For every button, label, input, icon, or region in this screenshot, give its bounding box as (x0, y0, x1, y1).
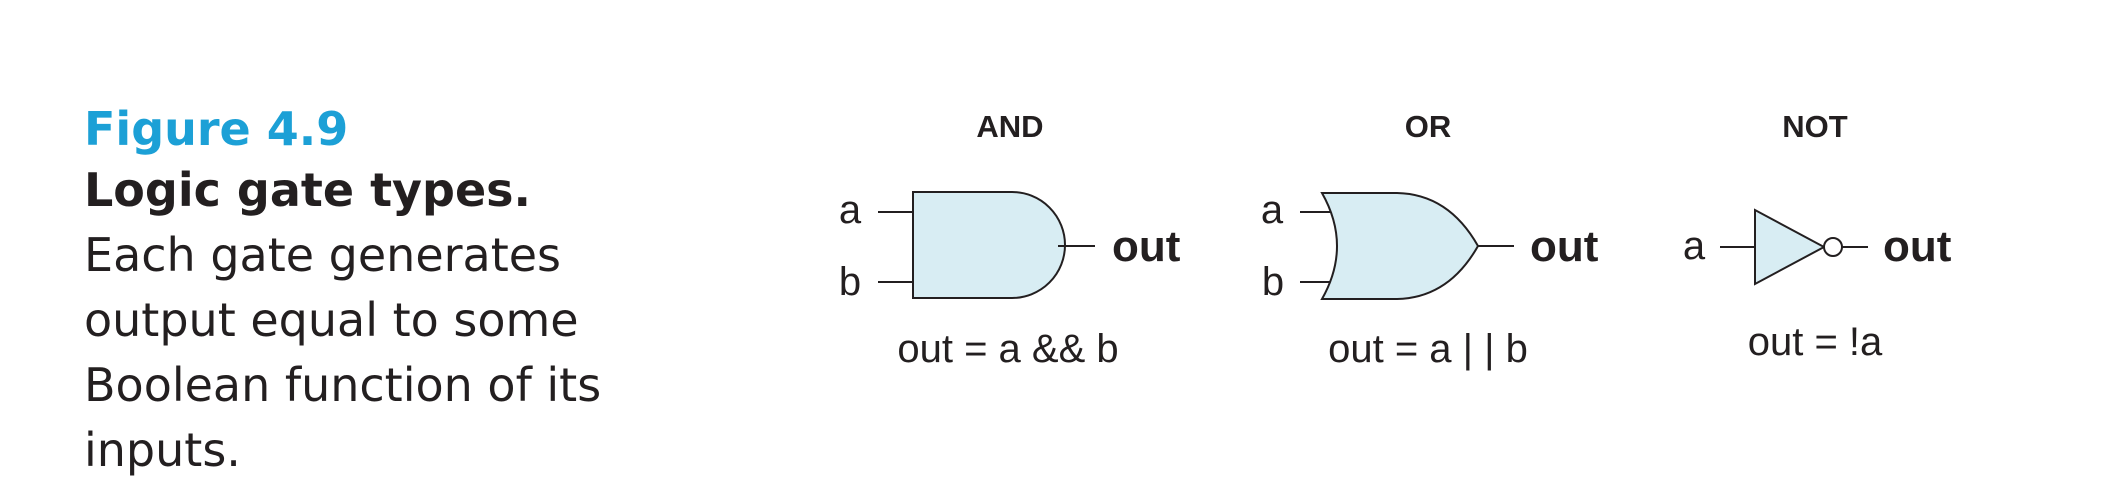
or-gate: OR a b out out = a | | b (1261, 109, 1599, 371)
and-gate-body (912, 191, 1066, 299)
not-gate: NOT a out out = !a (1683, 109, 1952, 364)
or-equation: out = a | | b (1328, 327, 1528, 371)
not-gate-body (1754, 208, 1827, 286)
or-output-label: out (1530, 222, 1599, 271)
and-output-label: out (1112, 222, 1181, 271)
and-gate-title: AND (976, 109, 1043, 144)
and-input-a-label: a (839, 188, 862, 232)
not-gate-title: NOT (1782, 109, 1848, 144)
or-input-a-label: a (1261, 188, 1284, 232)
not-output-label: out (1883, 222, 1952, 271)
or-gate-body (1320, 192, 1480, 300)
caption-description: Each gate generates output equal to some… (84, 228, 602, 477)
not-inversion-bubble (1823, 237, 1843, 257)
and-input-b-label: b (839, 260, 861, 304)
or-input-b-label: b (1262, 260, 1284, 304)
and-gate: AND a b out out = a && b (839, 109, 1181, 371)
caption-text: Logic gate types. Each gate generates ou… (84, 158, 644, 483)
not-input-a-label: a (1683, 224, 1706, 268)
or-gate-title: OR (1405, 109, 1452, 144)
caption-title: Logic gate types. (84, 163, 532, 217)
figure-number: Figure 4.9 (84, 102, 349, 156)
not-equation: out = !a (1748, 320, 1883, 364)
figure-caption: Figure 4.9 Logic gate types. Each gate g… (84, 100, 644, 483)
and-equation: out = a && b (897, 327, 1118, 371)
